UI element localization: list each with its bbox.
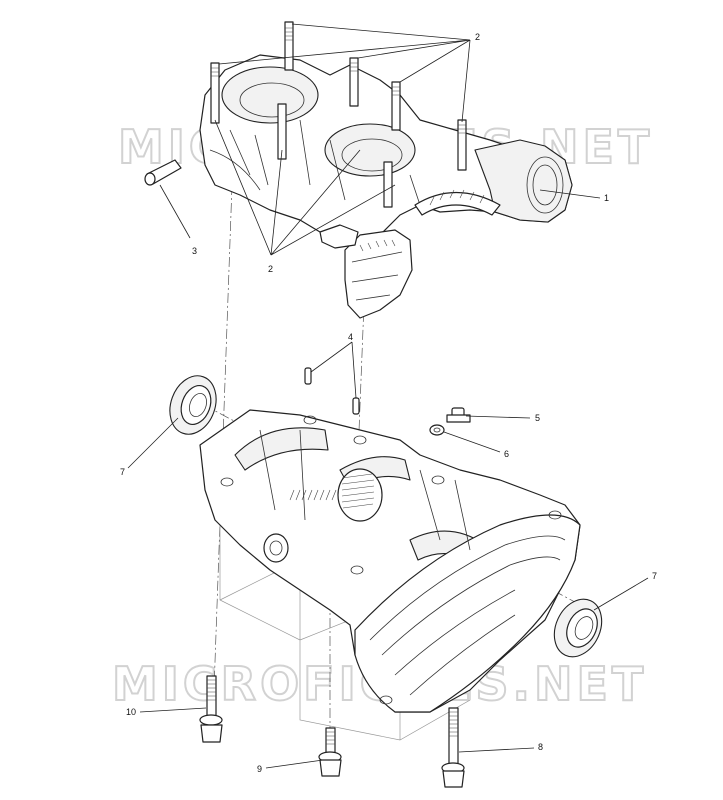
callout-7-left: 7: [120, 467, 125, 477]
dowel-pin: [144, 159, 182, 186]
alignment-pins: [304, 367, 360, 415]
callout-7-right: 7: [652, 571, 657, 581]
oil-seal-left: [169, 375, 217, 435]
callout-2-top: 2: [475, 32, 480, 42]
callout-1: 1: [604, 193, 609, 203]
washer-part-6: [429, 424, 445, 436]
callout-2-bottom: 2: [268, 264, 273, 274]
bolt-part-8: [441, 707, 465, 788]
upper-crankcase: [199, 54, 573, 319]
callout-4: 4: [348, 332, 353, 342]
oil-seal-right: [553, 598, 603, 658]
callout-9: 9: [257, 764, 262, 774]
callout-labels: 2 1 3 2 4 5 6 7 7 10 8 9: [120, 32, 657, 774]
bolt-part-10: [199, 675, 223, 743]
callout-5: 5: [535, 413, 540, 423]
callout-6: 6: [504, 449, 509, 459]
leader-lines: [127, 23, 649, 769]
lower-crankcase: [199, 409, 581, 741]
callout-8: 8: [538, 742, 543, 752]
bolt-part-5: [446, 407, 471, 423]
callout-3: 3: [192, 246, 197, 256]
bolt-part-9: [318, 727, 342, 777]
cylinder-studs: [210, 21, 467, 208]
callout-10: 10: [126, 707, 136, 717]
